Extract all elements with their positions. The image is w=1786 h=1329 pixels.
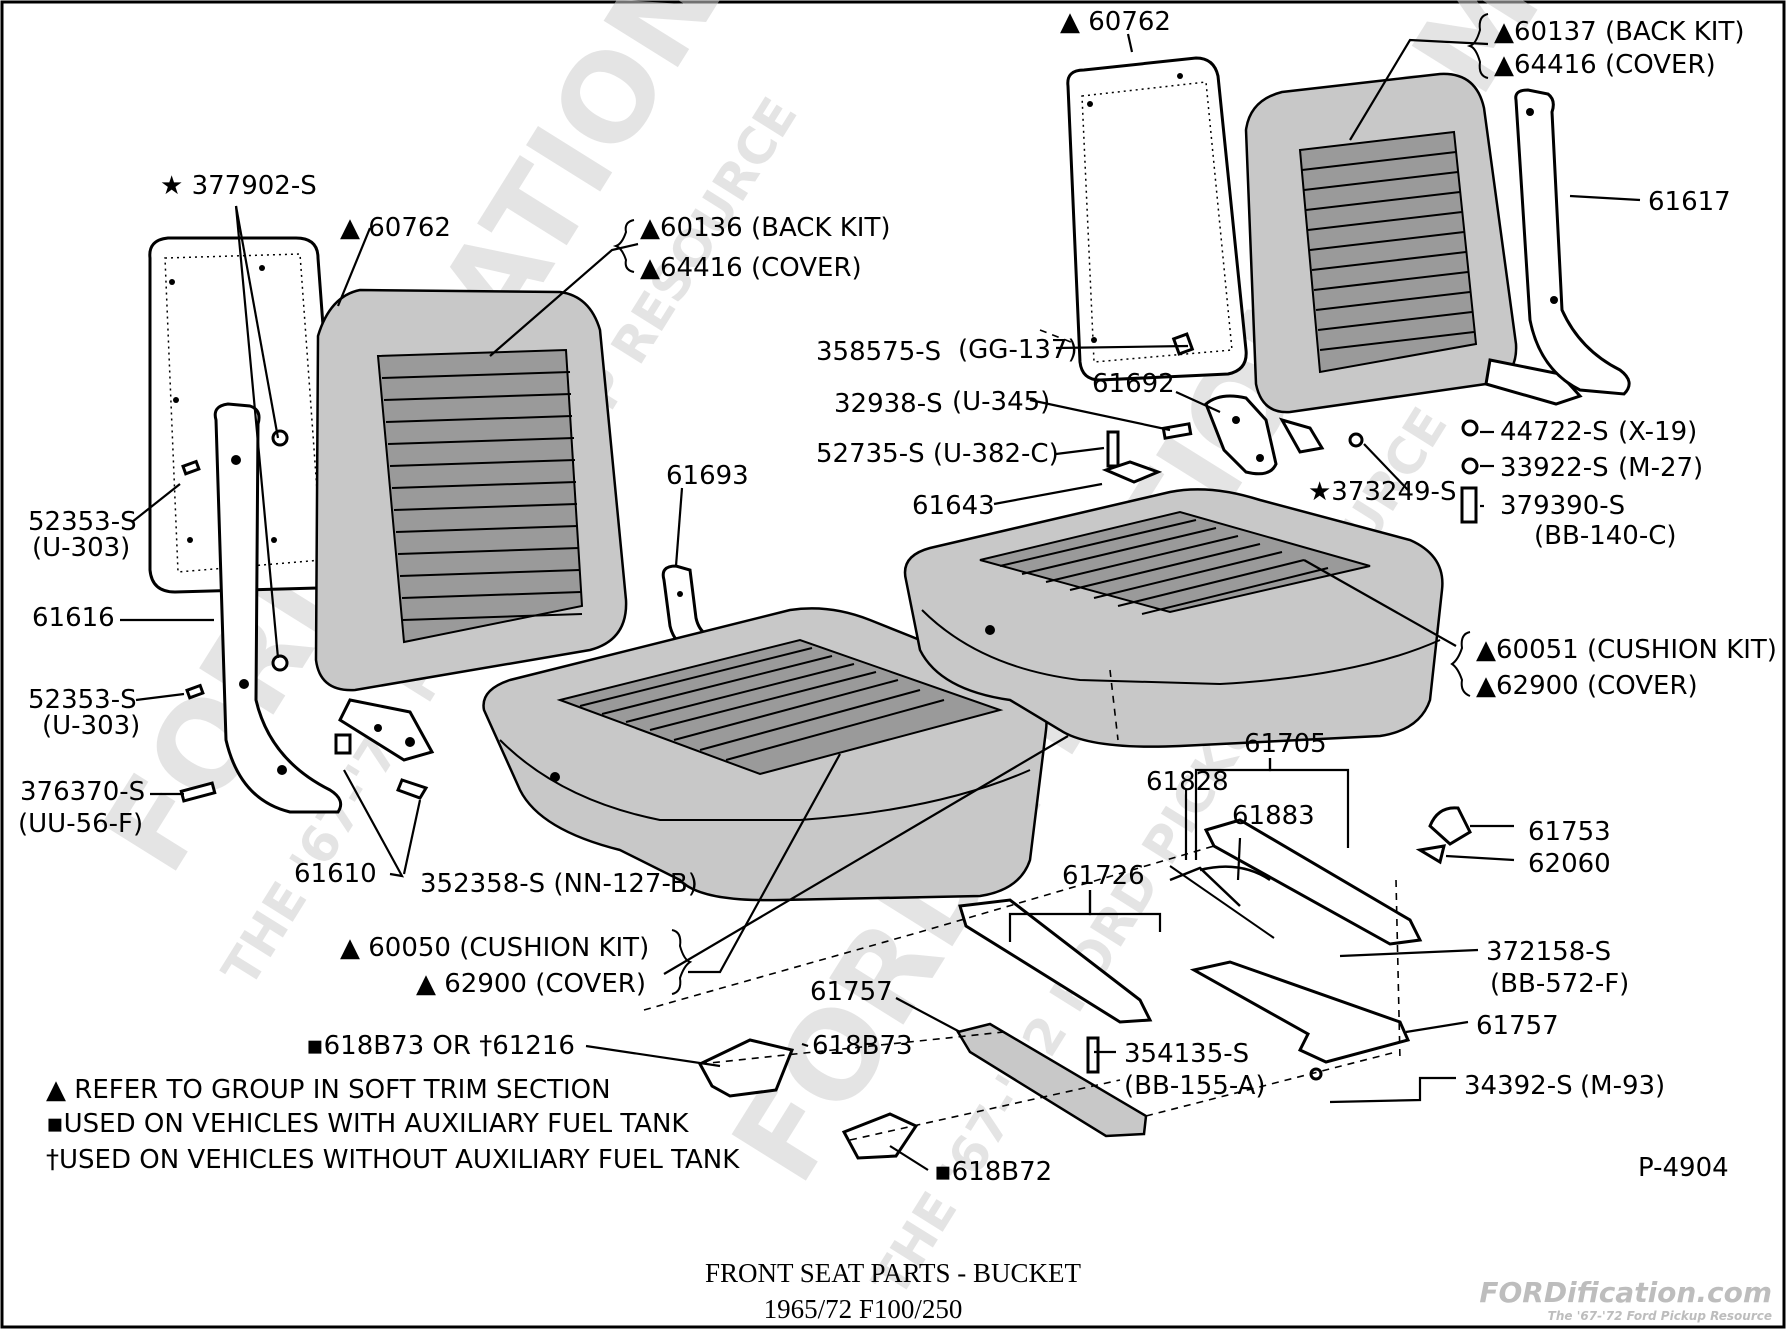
label-62900-right: ▲62900 (COVER) bbox=[1476, 671, 1698, 701]
legend-line-3: †USED ON VEHICLES WITHOUT AUXILIARY FUEL… bbox=[46, 1145, 740, 1175]
label-61753: 61753 bbox=[1528, 817, 1611, 847]
right-seat-back-panel bbox=[1066, 56, 1248, 382]
label-61757-top: 61757 bbox=[810, 977, 893, 1007]
logo-subtext: The '67-'72 Ford Pickup Resource bbox=[1548, 1309, 1772, 1323]
label-62060: 62060 bbox=[1528, 849, 1611, 879]
label-61705: 61705 bbox=[1244, 729, 1327, 759]
label-60050: ▲ 60050 (CUSHION KIT) bbox=[340, 933, 649, 963]
label-377902: ★ 377902-S bbox=[160, 171, 317, 201]
label-52353-a: 52353-S bbox=[28, 507, 137, 537]
label-52735: 52735-S (U-382-C) bbox=[816, 439, 1059, 469]
label-44722: 44722-S bbox=[1500, 417, 1609, 447]
label-gg137: (GG-137) bbox=[958, 335, 1078, 365]
right-seat-cushion bbox=[903, 488, 1444, 748]
label-64416-left: ▲64416 (COVER) bbox=[640, 253, 862, 283]
label-32938: 32938-S bbox=[834, 389, 943, 419]
label-376370: 376370-S bbox=[20, 777, 145, 807]
right-seat-side-bracket-61617 bbox=[1514, 88, 1631, 396]
caption-title: FRONT SEAT PARTS - BUCKET bbox=[705, 1258, 1081, 1288]
label-x19: (X-19) bbox=[1618, 417, 1697, 447]
label-braces bbox=[612, 13, 1489, 995]
label-358575: 358575-S bbox=[816, 337, 941, 367]
left-seat-hardware bbox=[179, 429, 429, 803]
phantom-lines bbox=[643, 329, 1401, 1141]
label-60051: ▲60051 (CUSHION KIT) bbox=[1476, 635, 1777, 665]
left-seat-back bbox=[314, 288, 628, 762]
legend: ▲ REFER TO GROUP IN SOFT TRIM SECTION ▪U… bbox=[46, 1075, 740, 1175]
label-60137: ▲60137 (BACK KIT) bbox=[1494, 17, 1745, 47]
label-62900-left: ▲ 62900 (COVER) bbox=[416, 969, 646, 999]
right-seat-back bbox=[1244, 72, 1583, 414]
label-64416-right: ▲64416 (COVER) bbox=[1494, 50, 1716, 80]
label-p4904: P-4904 bbox=[1638, 1153, 1729, 1183]
label-354135: 354135-S bbox=[1124, 1039, 1249, 1069]
label-61883: 61883 bbox=[1232, 801, 1315, 831]
label-61617: 61617 bbox=[1648, 187, 1731, 217]
label-61828: 61828 bbox=[1146, 767, 1229, 797]
cushion-stud bbox=[550, 772, 560, 782]
label-m93: (M-93) bbox=[1580, 1071, 1665, 1101]
fordification-logo: FORDification.com The '67-'72 Ford Picku… bbox=[1479, 1276, 1772, 1323]
label-m27: (M-27) bbox=[1618, 453, 1703, 483]
label-61692: 61692 bbox=[1092, 369, 1175, 399]
label-61757-right: 61757 bbox=[1476, 1011, 1559, 1041]
label-372158-sub: (BB-572-F) bbox=[1490, 969, 1629, 999]
label-60136: ▲60136 (BACK KIT) bbox=[640, 213, 891, 243]
legend-line-1: ▲ REFER TO GROUP IN SOFT TRIM SECTION bbox=[46, 1075, 611, 1105]
label-60762-right: ▲ 60762 bbox=[1060, 7, 1171, 37]
part-labels: ▲ 60762 ▲60137 (BACK KIT) ▲64416 (COVER)… bbox=[18, 7, 1777, 1187]
seat-track-assembly bbox=[958, 806, 1472, 1024]
label-352358: 352358-S (NN-127-B) bbox=[420, 869, 698, 899]
caption-subtitle: 1965/72 F100/250 bbox=[764, 1294, 963, 1324]
label-373249: ★373249-S bbox=[1308, 477, 1456, 507]
right-seat-hinge-61692 bbox=[1204, 394, 1325, 476]
label-60762-left: ▲ 60762 bbox=[340, 213, 451, 243]
label-61693: 61693 bbox=[666, 461, 749, 491]
label-379390-sub: (BB-140-C) bbox=[1534, 521, 1677, 551]
label-372158: 372158-S bbox=[1486, 937, 1611, 967]
label-52353-b-sub: (U-303) bbox=[42, 711, 140, 741]
label-376370-sub: (UU-56-F) bbox=[18, 809, 143, 839]
label-618b73: 618B73 bbox=[812, 1031, 913, 1061]
label-61616: 61616 bbox=[32, 603, 115, 633]
legend-line-2: ▪USED ON VEHICLES WITH AUXILIARY FUEL TA… bbox=[46, 1109, 689, 1139]
caption: FRONT SEAT PARTS - BUCKET 1965/72 F100/2… bbox=[705, 1258, 1081, 1324]
leader-lines bbox=[120, 33, 1641, 1171]
left-seat-cushion bbox=[482, 607, 1048, 902]
label-379390: 379390-S bbox=[1500, 491, 1625, 521]
logo-text: FORDification.com bbox=[1479, 1276, 1772, 1309]
label-61643: 61643 bbox=[912, 491, 995, 521]
release-knob bbox=[1428, 806, 1472, 846]
label-34392: 34392-S bbox=[1464, 1071, 1573, 1101]
seat-support-brackets bbox=[697, 960, 1411, 1160]
label-61610: 61610 bbox=[294, 859, 377, 889]
label-52353-b: 52353-S bbox=[28, 685, 137, 715]
label-61726: 61726 bbox=[1062, 861, 1145, 891]
label-354135-sub: (BB-155-A) bbox=[1124, 1071, 1266, 1101]
left-seat-side-bracket-61616 bbox=[213, 402, 343, 814]
label-33922: 33922-S bbox=[1500, 453, 1609, 483]
label-u345: (U-345) bbox=[952, 387, 1050, 417]
label-618b72: ▪618B72 bbox=[934, 1157, 1052, 1187]
label-618b73-or-61216: ▪618B73 OR †61216 bbox=[306, 1031, 575, 1061]
label-52353-a-sub: (U-303) bbox=[32, 533, 130, 563]
